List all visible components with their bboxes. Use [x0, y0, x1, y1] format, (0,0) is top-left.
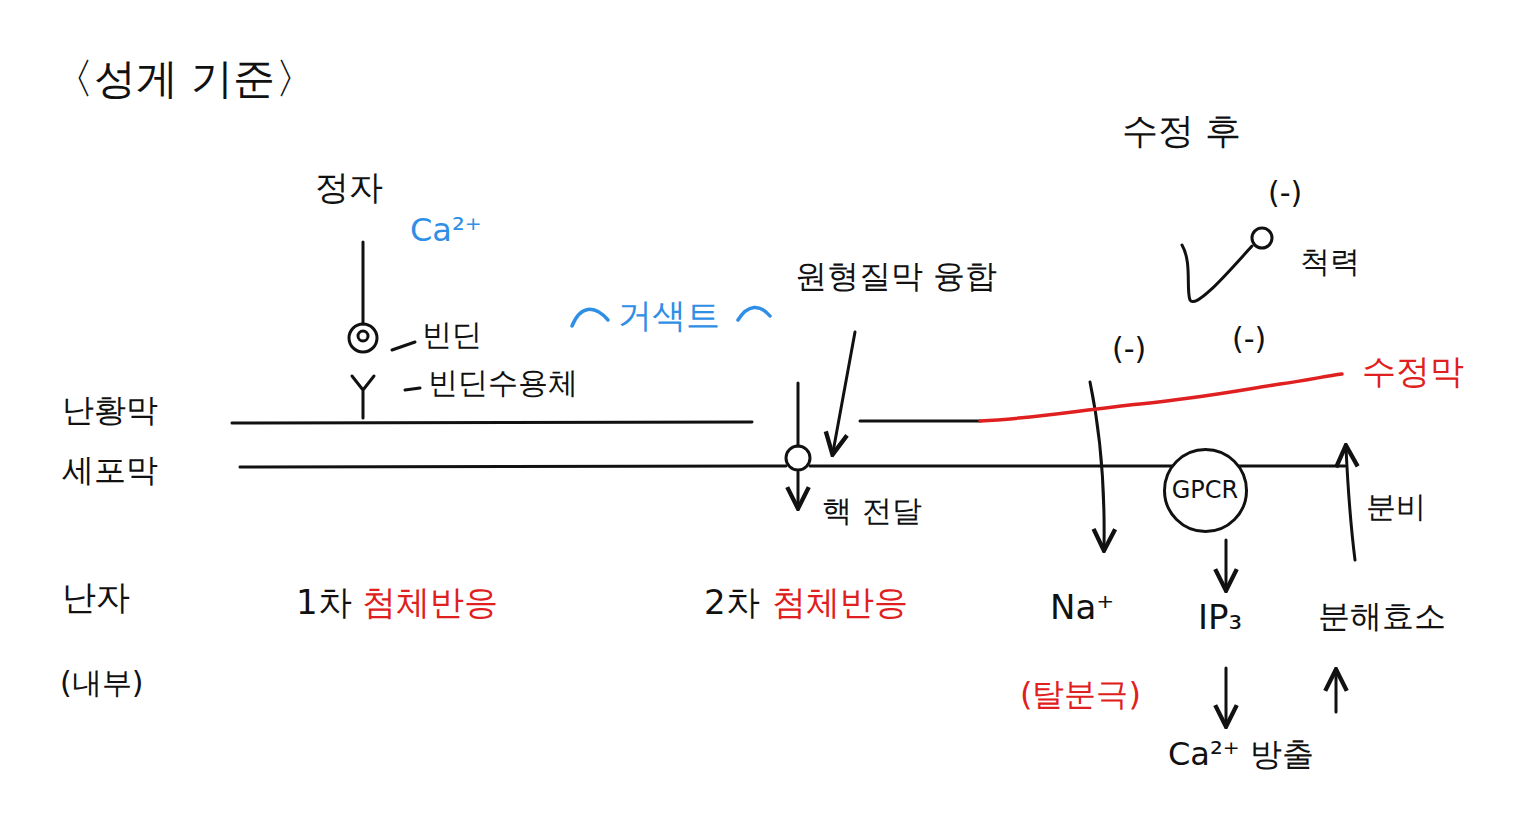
charge-label: (-): [1268, 176, 1302, 211]
ion-label: Ca²⁺: [410, 212, 482, 249]
messenger-label: IP₃: [1198, 598, 1242, 637]
force-label: 척력: [1300, 245, 1360, 280]
transfer-label: 핵 전달: [822, 494, 922, 529]
receptor-name: GPCR: [1172, 476, 1239, 504]
ion-label: Na⁺: [1050, 588, 1114, 627]
process-label: 거색트: [618, 296, 720, 335]
stage-label: 2차: [704, 583, 760, 622]
charge-label: (-): [1232, 322, 1266, 357]
membrane-label: 세포막: [62, 452, 158, 489]
effect-label: (탈분극): [1020, 676, 1141, 713]
stage-label: 1차: [296, 583, 352, 622]
charge-label: (-): [1112, 332, 1146, 367]
membrane-label: 수정막: [1362, 352, 1464, 391]
release-label: Ca²⁺ 방출: [1168, 736, 1314, 773]
reaction-label: 첨체반응: [772, 583, 908, 622]
receptor-circle: GPCR: [1163, 448, 1248, 533]
reaction-label: 첨체반응: [362, 583, 498, 622]
egg-label: (내부): [60, 666, 143, 701]
secretion-label: 분비: [1366, 490, 1426, 525]
enzyme-label: 분해효소: [1318, 598, 1446, 635]
bindin-label: 빈딘: [422, 318, 482, 353]
receptor-label: 빈딘수용체: [428, 366, 578, 401]
title: 〈성게 기준〉: [52, 55, 317, 103]
fusion-label: 원형질막 융합: [795, 258, 997, 295]
membrane-label: 난황막: [62, 392, 158, 429]
section-label: 수정 후: [1122, 110, 1241, 151]
sperm-label: 정자: [315, 168, 383, 207]
egg-label: 난자: [62, 578, 130, 617]
